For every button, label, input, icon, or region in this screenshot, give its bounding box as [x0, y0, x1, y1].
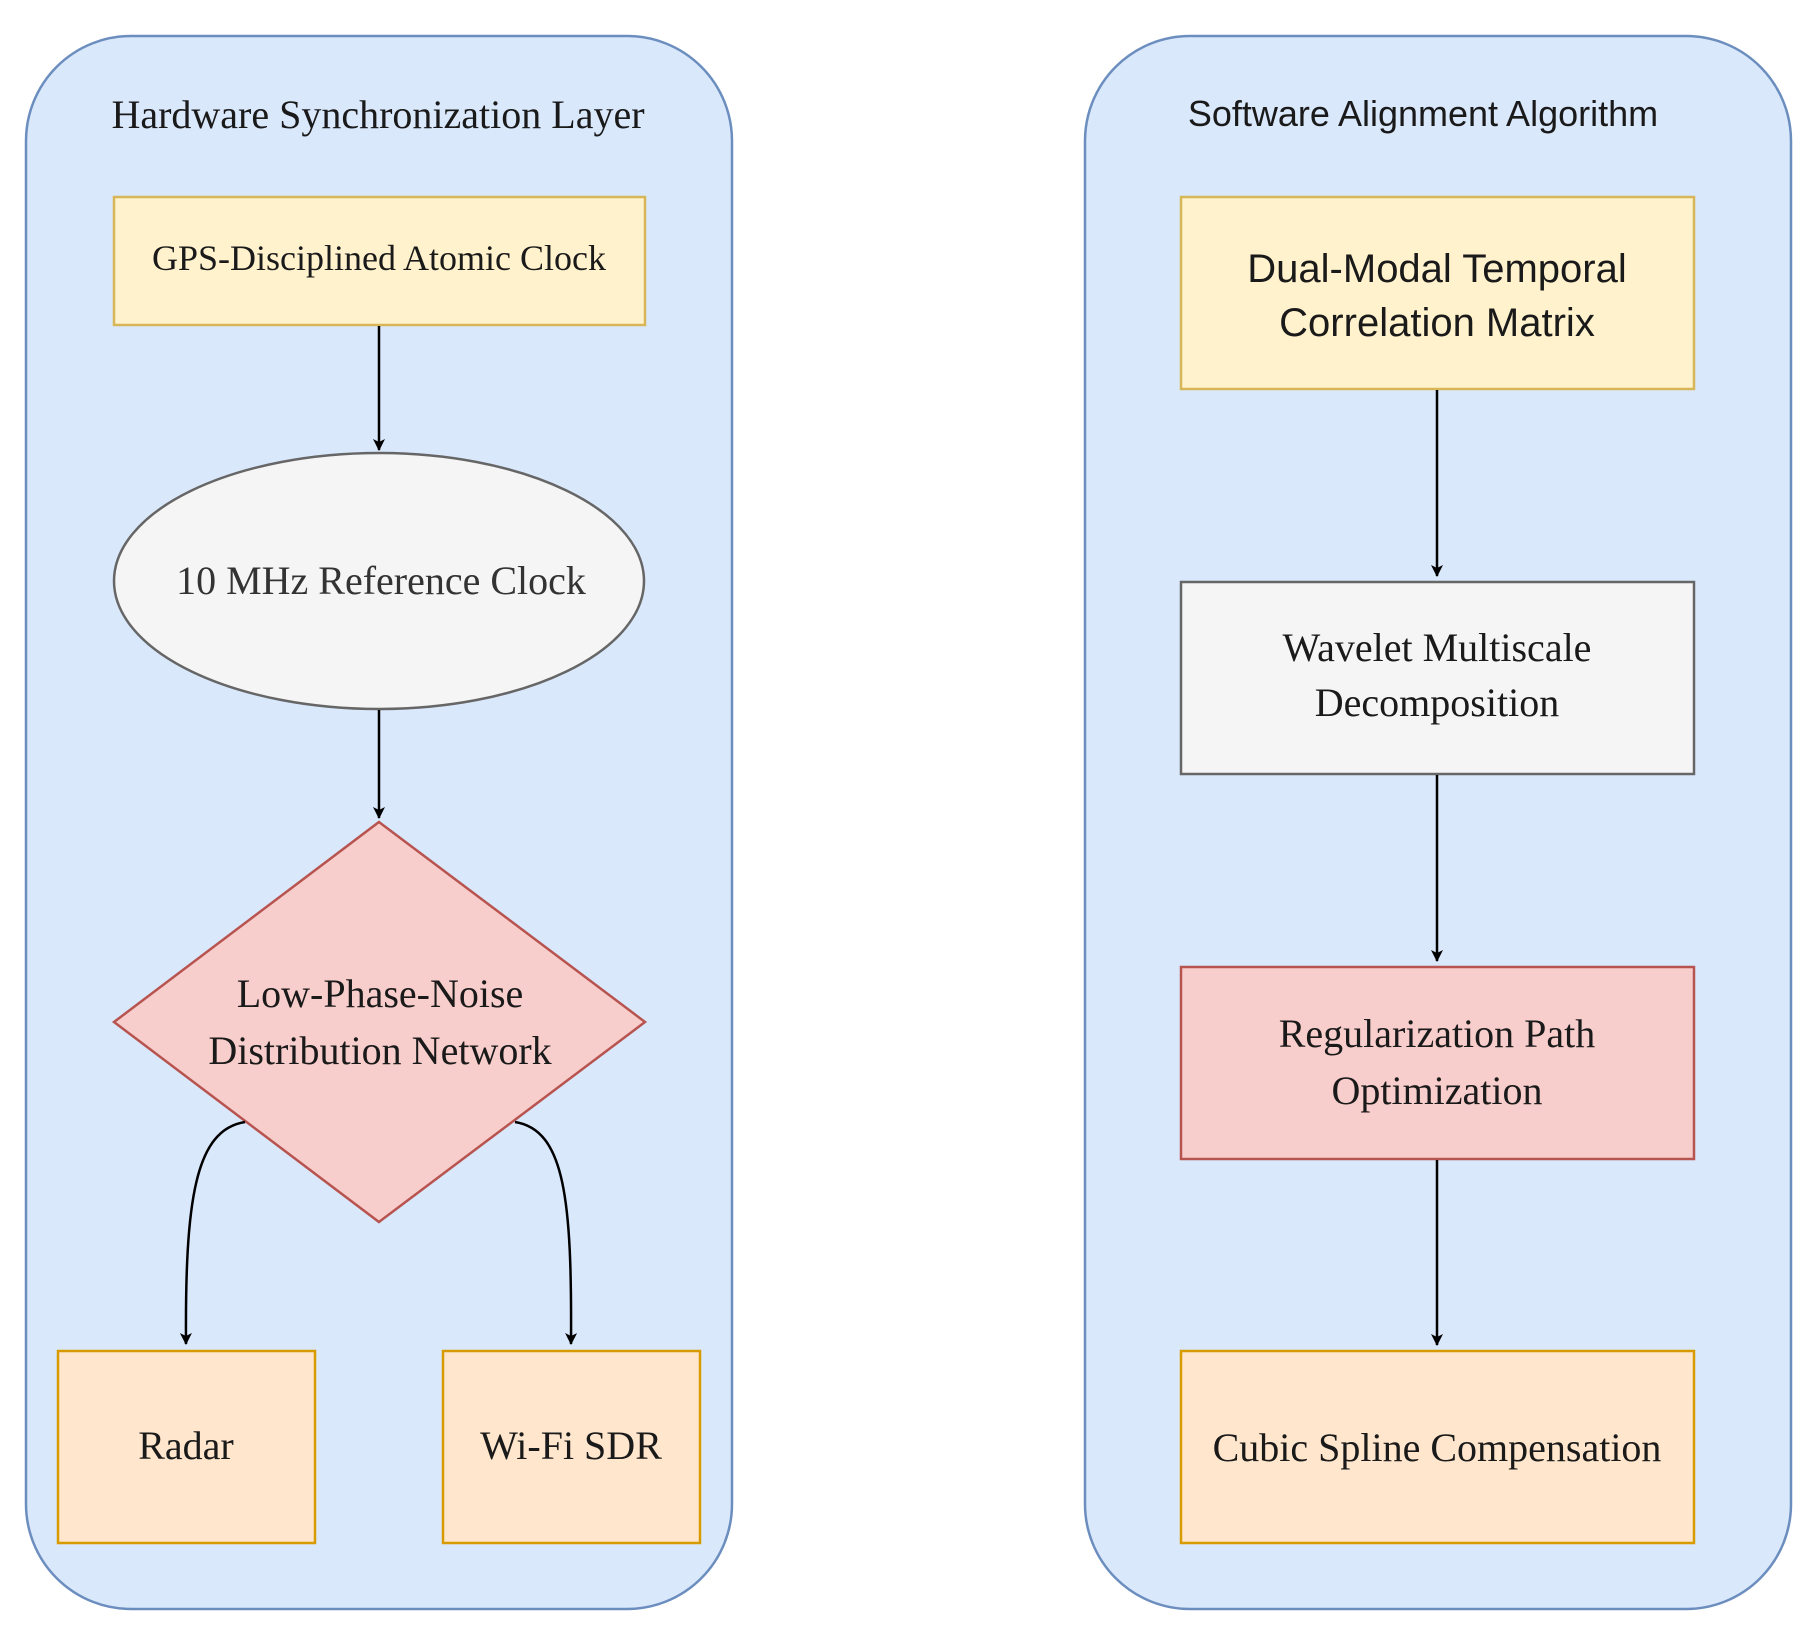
edge-distribution-to-wifi: [514, 1120, 578, 1345]
software-panel-title: Software Alignment Algorithm: [1188, 93, 1658, 134]
regularization-label-line2: Optimization: [1331, 1068, 1542, 1113]
ref-clock-label: 10 MHz Reference Clock: [176, 558, 586, 603]
edge-distribution-to-radar: [179, 1120, 246, 1345]
wifi-sdr-box: [441, 1349, 702, 1545]
regularization-box: [1179, 965, 1696, 1161]
gps-clock-label: GPS-Disciplined Atomic Clock: [152, 238, 606, 278]
hardware-panel-title: Hardware Synchronization Layer: [111, 92, 644, 137]
ref-clock-ellipse: [112, 451, 646, 711]
radar-box: [56, 1349, 317, 1545]
regularization-label-line1: Regularization Path: [1279, 1011, 1596, 1056]
distribution-label-line1: Low-Phase-Noise: [237, 971, 524, 1016]
distribution-diamond: [111, 820, 648, 1224]
wavelet-box: [1179, 580, 1696, 776]
distribution-label-line2: Distribution Network: [208, 1028, 551, 1073]
radar-label: Radar: [138, 1423, 234, 1468]
correlation-matrix-box: [1179, 195, 1696, 391]
gps-clock-box: [112, 195, 647, 327]
wavelet-label-line2: Decomposition: [1315, 680, 1559, 725]
correlation-label-line2: Correlation Matrix: [1279, 301, 1595, 345]
wifi-sdr-label: Wi-Fi SDR: [480, 1423, 662, 1468]
wavelet-label-line1: Wavelet Multiscale: [1283, 625, 1592, 670]
spline-box: [1179, 1349, 1696, 1545]
correlation-label-line1: Dual-Modal Temporal: [1247, 247, 1626, 291]
spline-label: Cubic Spline Compensation: [1213, 1425, 1662, 1470]
